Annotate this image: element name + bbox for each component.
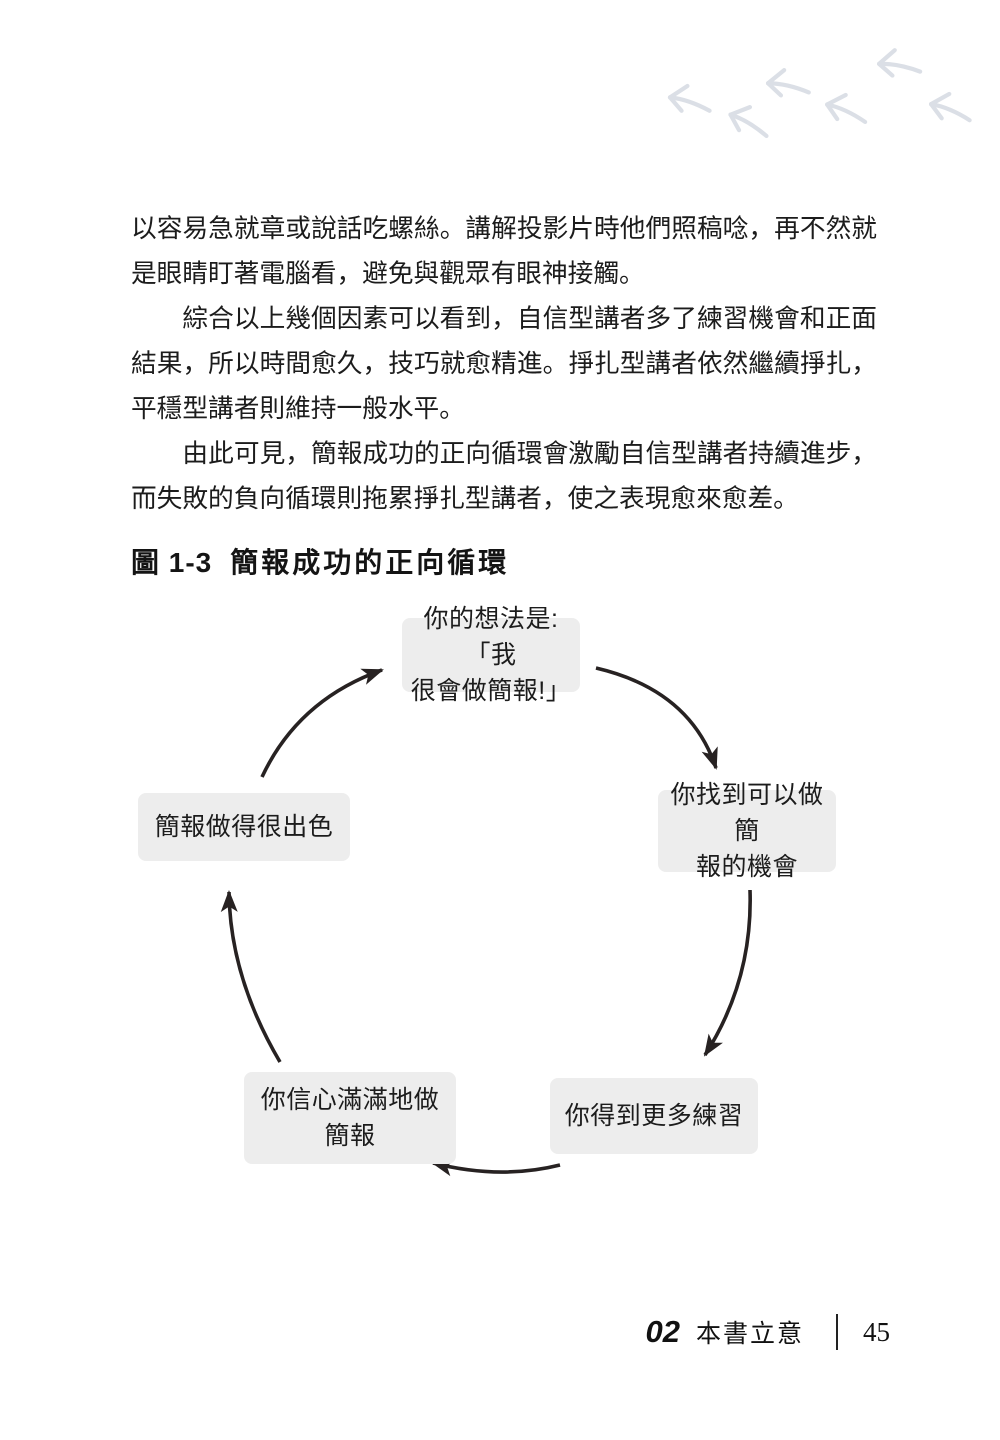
diagram-node-right: 你找到可以做簡 報的機會	[658, 781, 836, 881]
figure-caption: 圖 1-3 簡報成功的正向循環	[131, 546, 509, 580]
bird-footprint-icon	[727, 103, 772, 137]
bird-footprint-icon	[930, 92, 972, 121]
bird-footprint-icon	[878, 48, 920, 77]
body-line: 以容易急就章或說話吃螺絲。講解投影片時他們照稿唸，再不然就	[131, 215, 877, 243]
bird-footprint-icon	[825, 93, 868, 123]
bird-footprints-decoration	[630, 25, 990, 145]
arrow-right-to-bottom-right	[703, 889, 752, 1057]
diagram-node-bottom-left: 你信心滿滿地做 簡報	[244, 1072, 456, 1164]
arrow-top-to-right	[595, 666, 718, 770]
page-footer: 02 本書立意 45	[645, 1314, 890, 1350]
diagram-node-left: 簡報做得很出色	[138, 793, 350, 861]
body-text: 以容易急就章或說話吃螺絲。講解投影片時他們照稿唸，再不然就 是眼睛盯著電腦看，避…	[131, 207, 877, 522]
figure-label: 圖 1-3	[131, 547, 213, 578]
page-number: 45	[863, 1316, 890, 1347]
bird-footprint-icon	[670, 85, 711, 111]
arrow-left-to-top	[260, 668, 384, 778]
body-line: 是眼睛盯著電腦看，避免與觀眾有眼神接觸。	[131, 260, 645, 288]
cycle-diagram: 你的想法是:「我 很會做簡報!」 你找到可以做簡 報的機會 你得到更多練習 你信…	[130, 590, 890, 1240]
body-line: 平穩型講者則維持一般水平。	[131, 395, 465, 423]
body-line: 綜合以上幾個因素可以看到，自信型講者多了練習機會和正面	[182, 305, 877, 333]
arrow-bottom-right-to-bottom-left	[431, 1159, 561, 1177]
chapter-number: 02	[645, 1314, 680, 1349]
body-line: 而失敗的負向循環則拖累掙扎型講者，使之表現愈來愈差。	[131, 485, 799, 513]
footer-divider	[836, 1314, 838, 1350]
body-line: 由此可見，簡報成功的正向循環會激勵自信型講者持續進步，	[182, 440, 877, 468]
figure-title: 簡報成功的正向循環	[230, 547, 510, 578]
diagram-node-bottom-right: 你得到更多練習	[550, 1078, 758, 1154]
chapter-title: 本書立意	[695, 1321, 804, 1348]
diagram-node-top: 你的想法是:「我 很會做簡報!」	[402, 605, 580, 705]
arrow-bottom-left-to-left	[220, 890, 282, 1063]
body-line: 結果，所以時間愈久，技巧就愈精進。掙扎型講者依然繼續掙扎，	[131, 350, 877, 378]
cycle-arrows	[220, 666, 752, 1177]
bird-footprint-icon	[767, 68, 809, 96]
